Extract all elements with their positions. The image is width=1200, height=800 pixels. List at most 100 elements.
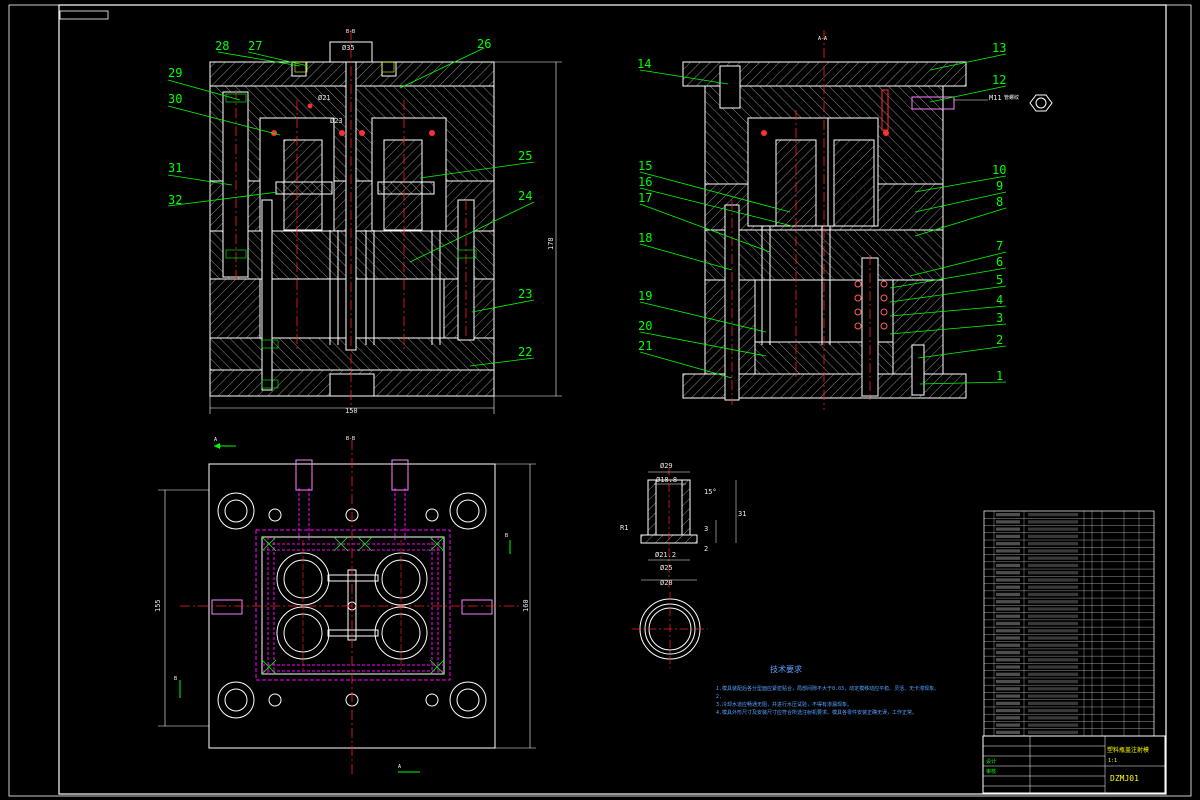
section-mark-top-right: A-A bbox=[818, 36, 827, 42]
bom-cell bbox=[996, 578, 1020, 582]
callout-29: 29 bbox=[168, 66, 182, 80]
plan-height-dim: 160 bbox=[522, 599, 530, 612]
callout-1: 1 bbox=[996, 369, 1003, 383]
bom-cell bbox=[996, 708, 1020, 713]
part-dim-h: 31 bbox=[738, 510, 746, 518]
sprue-dim-3: Ø23 bbox=[330, 117, 343, 125]
plan-section-mark-b1: B bbox=[174, 676, 177, 682]
bom-cell bbox=[996, 679, 1020, 684]
callout-4: 4 bbox=[996, 293, 1003, 307]
left-width-dim: 150 bbox=[345, 407, 358, 415]
bom-cell bbox=[996, 716, 1020, 720]
plan-section-mark-top: B-B bbox=[346, 436, 355, 442]
callout-13: 13 bbox=[992, 41, 1006, 55]
bom-cell bbox=[1028, 621, 1078, 626]
outer-frame bbox=[8, 4, 1192, 797]
callout-24: 24 bbox=[518, 189, 532, 203]
callout-8: 8 bbox=[996, 195, 1003, 209]
bom-cell bbox=[1028, 716, 1078, 720]
left-callout-leaders bbox=[167, 47, 535, 367]
bom-cell bbox=[1028, 571, 1078, 575]
callout-5: 5 bbox=[996, 273, 1003, 287]
bom-cell bbox=[996, 563, 1020, 568]
bom-cell bbox=[1028, 513, 1078, 517]
bom-cell bbox=[1028, 650, 1078, 655]
callout-28: 28 bbox=[215, 39, 229, 53]
callout-32: 32 bbox=[168, 193, 182, 207]
callout-16: 16 bbox=[638, 175, 652, 189]
plan-section-mark-left: A bbox=[214, 437, 217, 443]
left-height-dim: 178 bbox=[547, 237, 555, 250]
bom-cell bbox=[996, 556, 1020, 560]
bom-cell bbox=[1028, 578, 1078, 582]
callout-7: 7 bbox=[996, 239, 1003, 253]
callout-18: 18 bbox=[638, 231, 652, 245]
part-dim-angle: 15° bbox=[704, 488, 717, 496]
bom-cell bbox=[996, 585, 1020, 589]
bom-cell bbox=[1028, 687, 1078, 691]
bom-cell bbox=[996, 614, 1020, 618]
bom-cell bbox=[996, 542, 1020, 546]
bom-cell bbox=[1028, 665, 1078, 669]
bom-cell bbox=[1028, 672, 1078, 676]
title-drawing-no: DZMJ01 bbox=[1110, 774, 1139, 783]
bom-cell bbox=[996, 694, 1020, 698]
bom-cell bbox=[1028, 658, 1078, 662]
bom-cell bbox=[1028, 600, 1078, 604]
bom-cell bbox=[996, 658, 1020, 662]
bom-cell bbox=[1028, 730, 1078, 734]
bom-cell bbox=[1028, 527, 1078, 531]
sprue-dim: Ø35 bbox=[342, 44, 355, 52]
part-dim-bottom: Ø28 bbox=[660, 579, 673, 587]
plan-view bbox=[158, 440, 536, 775]
right-callout-leaders bbox=[639, 53, 1007, 385]
callout-9: 9 bbox=[996, 179, 1003, 193]
callout-31: 31 bbox=[168, 161, 182, 175]
bom-cell bbox=[996, 701, 1020, 705]
section-mark-top-left: B-B bbox=[346, 29, 355, 35]
bom-cell bbox=[1028, 629, 1078, 633]
bom-cell bbox=[1028, 542, 1078, 546]
callout-27: 27 bbox=[248, 39, 262, 53]
callout-26: 26 bbox=[477, 37, 491, 51]
title-checker: 审核 bbox=[986, 768, 996, 775]
callout-15: 15 bbox=[638, 159, 652, 173]
part-dim-bore: Ø21.2 bbox=[655, 551, 676, 559]
callout-22: 22 bbox=[518, 345, 532, 359]
callout-21: 21 bbox=[638, 339, 652, 353]
callout-17: 17 bbox=[638, 191, 652, 205]
bom-cell bbox=[996, 621, 1020, 626]
inner-frame bbox=[58, 4, 1167, 795]
bom-cell bbox=[996, 600, 1020, 604]
bom-cell bbox=[1028, 556, 1078, 560]
bom-cell bbox=[1028, 723, 1078, 727]
part-dim-inner: Ø18.8 bbox=[656, 476, 677, 484]
bom-cell bbox=[996, 650, 1020, 655]
tech-note-1: 1.模具装配后各分型面应紧密贴合，局部间隙不大于0.03，动定模移动应平稳、灵活… bbox=[716, 685, 939, 692]
part-dim-mid: Ø25 bbox=[660, 564, 673, 572]
callout-20: 20 bbox=[638, 319, 652, 333]
part-dim-h2: 2 bbox=[704, 545, 708, 553]
bom-cell bbox=[1028, 679, 1078, 684]
bom-cell bbox=[996, 636, 1020, 640]
title-part-name: 塑料瓶盖注射模 bbox=[1107, 746, 1149, 754]
bom-cell bbox=[996, 607, 1020, 611]
bom-cell bbox=[1028, 549, 1078, 553]
part-detail-view bbox=[632, 468, 737, 668]
callout-30: 30 bbox=[168, 92, 182, 106]
sprue-dim-2: Ø21 bbox=[318, 94, 331, 102]
bom-cell bbox=[1028, 614, 1078, 618]
fitting-note: 管螺纹 bbox=[1004, 94, 1019, 101]
bom-cell bbox=[996, 730, 1020, 734]
plan-width-dim: 155 bbox=[154, 599, 162, 612]
bom-cell bbox=[1028, 585, 1078, 589]
bom-table bbox=[983, 510, 1155, 737]
title-block bbox=[982, 735, 1166, 794]
bom-cell bbox=[996, 665, 1020, 669]
bom-cell bbox=[996, 527, 1020, 531]
bom-cell bbox=[1028, 701, 1078, 705]
title-designer: 设计 bbox=[986, 758, 996, 765]
part-dim-top: Ø29 bbox=[660, 462, 673, 470]
bom-cell bbox=[1028, 534, 1078, 539]
